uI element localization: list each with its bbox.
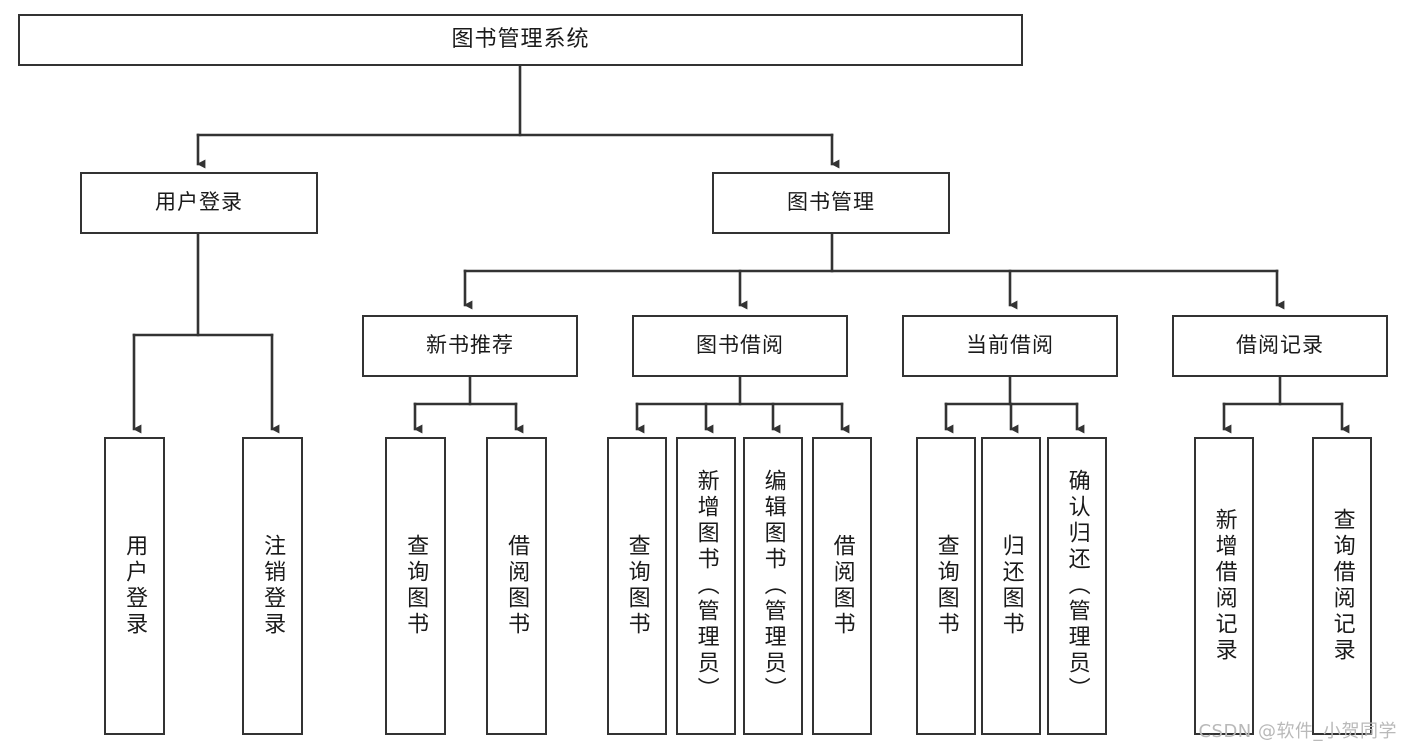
node-leaf-add-book-label: 新增图书（管理员） xyxy=(693,469,719,703)
node-user-login[interactable]: 用户登录 xyxy=(80,172,318,234)
node-leaf-query-record-label: 查询借阅记录 xyxy=(1329,508,1355,664)
node-leaf-user-login-label: 用户登录 xyxy=(122,534,148,638)
node-leaf-add-record[interactable]: 新增借阅记录 xyxy=(1194,437,1254,735)
node-leaf-query-record[interactable]: 查询借阅记录 xyxy=(1312,437,1372,735)
node-leaf-add-record-label: 新增借阅记录 xyxy=(1211,508,1237,664)
node-user-login-label: 用户登录 xyxy=(155,190,243,215)
node-leaf-add-book[interactable]: 新增图书（管理员） xyxy=(676,437,736,735)
node-book-manage[interactable]: 图书管理 xyxy=(712,172,950,234)
node-leaf-logout[interactable]: 注销登录 xyxy=(242,437,303,735)
node-borrow-record[interactable]: 借阅记录 xyxy=(1172,315,1388,377)
node-leaf-borrow-book-1-label: 借阅图书 xyxy=(504,534,530,638)
node-leaf-query-book-2-label: 查询图书 xyxy=(624,534,650,638)
node-leaf-edit-book-label: 编辑图书（管理员） xyxy=(760,469,786,703)
node-root[interactable]: 图书管理系统 xyxy=(18,14,1023,66)
node-current-borrow[interactable]: 当前借阅 xyxy=(902,315,1118,377)
node-leaf-user-login[interactable]: 用户登录 xyxy=(104,437,165,735)
node-leaf-borrow-book-2-label: 借阅图书 xyxy=(829,534,855,638)
node-leaf-borrow-book-1[interactable]: 借阅图书 xyxy=(486,437,547,735)
node-leaf-borrow-book-2[interactable]: 借阅图书 xyxy=(812,437,872,735)
node-new-book-recommend-label: 新书推荐 xyxy=(426,333,514,358)
node-leaf-return-book[interactable]: 归还图书 xyxy=(981,437,1041,735)
node-current-borrow-label: 当前借阅 xyxy=(966,333,1054,358)
node-leaf-logout-label: 注销登录 xyxy=(260,534,286,638)
node-leaf-query-book-3[interactable]: 查询图书 xyxy=(916,437,976,735)
node-book-borrow-label: 图书借阅 xyxy=(696,333,784,358)
node-leaf-query-book-3-label: 查询图书 xyxy=(933,534,959,638)
node-book-borrow[interactable]: 图书借阅 xyxy=(632,315,848,377)
node-leaf-query-book-1[interactable]: 查询图书 xyxy=(385,437,446,735)
node-leaf-confirm-return-label: 确认归还（管理员） xyxy=(1064,469,1090,703)
node-leaf-edit-book[interactable]: 编辑图书（管理员） xyxy=(743,437,803,735)
node-new-book-recommend[interactable]: 新书推荐 xyxy=(362,315,578,377)
node-book-manage-label: 图书管理 xyxy=(787,190,875,215)
node-leaf-confirm-return[interactable]: 确认归还（管理员） xyxy=(1047,437,1107,735)
node-leaf-return-book-label: 归还图书 xyxy=(998,534,1024,638)
node-leaf-query-book-2[interactable]: 查询图书 xyxy=(607,437,667,735)
node-root-label: 图书管理系统 xyxy=(451,26,590,52)
node-leaf-query-book-1-label: 查询图书 xyxy=(403,534,429,638)
node-borrow-record-label: 借阅记录 xyxy=(1236,333,1324,358)
